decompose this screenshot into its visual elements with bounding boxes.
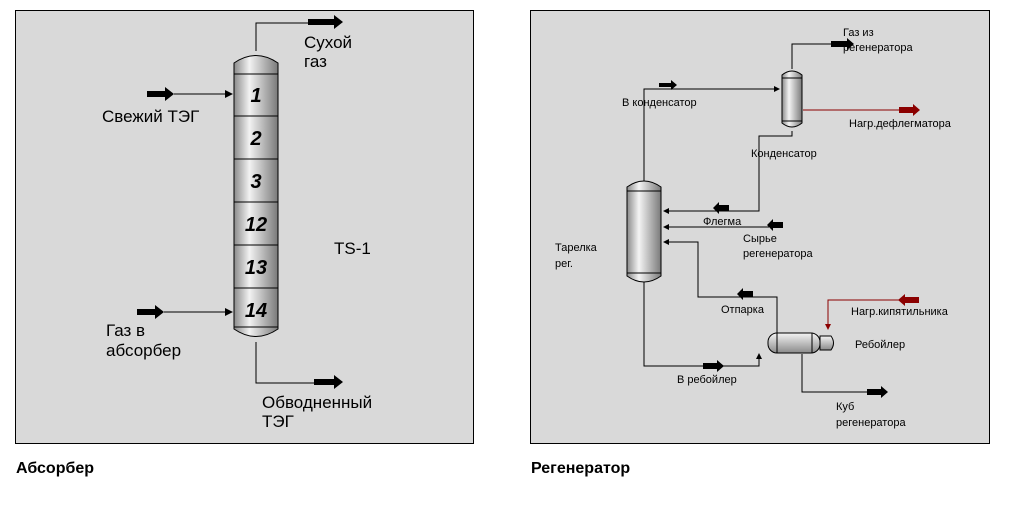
reboiler-duty-label: Нагр.кипятильника bbox=[851, 306, 949, 318]
boilup-stream[interactable] bbox=[663, 239, 778, 343]
tray-label-14: 14 bbox=[245, 300, 267, 322]
fresh-teg-label: Свежий ТЭГ bbox=[102, 107, 199, 126]
tray-label-2: 2 bbox=[249, 128, 261, 150]
rich-teg-stream[interactable] bbox=[255, 342, 343, 389]
regenerator-bottoms-stream[interactable] bbox=[801, 354, 888, 398]
to-condenser-label: В конденсатор bbox=[622, 97, 697, 109]
rich-teg-label-line2: ТЭГ bbox=[262, 412, 294, 431]
feed-label-line2: регенератора bbox=[743, 248, 813, 260]
reflux-label: Флегма bbox=[703, 216, 742, 228]
regenerator-flowsheet-panel: Тарелка рег. Конденсатор В конденсатор Г… bbox=[530, 10, 990, 444]
reboiler-label: Ребойлер bbox=[855, 339, 905, 351]
rich-teg-label-line1: Обводненный bbox=[262, 393, 372, 412]
column-name-label: TS-1 bbox=[334, 239, 371, 258]
absorber-flowsheet-panel: 1 2 3 12 13 14 Сухой газ Свежий ТЭГ Газ … bbox=[15, 10, 474, 444]
regenerator-feed-stream[interactable] bbox=[663, 219, 783, 231]
tray-label-3: 3 bbox=[250, 171, 261, 193]
dry-gas-stream[interactable] bbox=[255, 15, 343, 51]
condenser-duty-stream[interactable] bbox=[803, 104, 920, 116]
tray-section-label-line1: Тарелка bbox=[555, 242, 598, 254]
condenser-label: Конденсатор bbox=[751, 148, 817, 160]
regenerator-caption: Регенератор bbox=[531, 460, 631, 477]
to-reboiler-stream[interactable] bbox=[643, 282, 762, 372]
gas-outlet-label-line2: регенератора bbox=[843, 42, 913, 54]
feed-label-line1: Сырье bbox=[743, 233, 777, 245]
gas-inlet-label-line2: абсорбер bbox=[106, 341, 181, 360]
bottoms-label-line1: Куб bbox=[836, 401, 854, 413]
reboiler-vessel[interactable] bbox=[767, 332, 834, 354]
condenser-vessel[interactable] bbox=[781, 70, 803, 128]
tray-label-12: 12 bbox=[245, 214, 267, 236]
tray-label-1: 1 bbox=[250, 85, 261, 107]
to-reboiler-label: В ребойлер bbox=[677, 374, 737, 386]
to-condenser-stream[interactable] bbox=[643, 80, 780, 181]
absorber-flowsheet: 1 2 3 12 13 14 Сухой газ Свежий ТЭГ Газ … bbox=[102, 15, 372, 431]
fresh-teg-stream[interactable] bbox=[147, 87, 233, 101]
dry-gas-label-line1: Сухой bbox=[304, 33, 352, 52]
gas-outlet-label-line1: Газ из bbox=[843, 27, 874, 39]
tray-section-label-line2: рег. bbox=[555, 258, 573, 270]
regenerator-flowsheet: Тарелка рег. Конденсатор В конденсатор Г… bbox=[555, 27, 952, 429]
regenerator-gas-outlet-stream[interactable] bbox=[791, 38, 854, 69]
condenser-duty-label: Нагр.дефлегматора bbox=[849, 118, 952, 130]
dry-gas-label-line2: газ bbox=[304, 52, 327, 71]
tray-label-13: 13 bbox=[245, 257, 267, 279]
absorber-column[interactable] bbox=[233, 55, 279, 337]
bottoms-label-line2: регенератора bbox=[836, 417, 906, 429]
reflux-stream[interactable] bbox=[663, 131, 793, 214]
gas-inlet-stream[interactable] bbox=[137, 305, 233, 319]
regenerator-tray-section[interactable] bbox=[626, 180, 662, 283]
absorber-caption: Абсорбер bbox=[16, 460, 95, 477]
gas-inlet-label-line1: Газ в bbox=[106, 321, 145, 340]
reboiler-duty-stream[interactable] bbox=[825, 294, 919, 330]
boilup-label: Отпарка bbox=[721, 304, 765, 316]
